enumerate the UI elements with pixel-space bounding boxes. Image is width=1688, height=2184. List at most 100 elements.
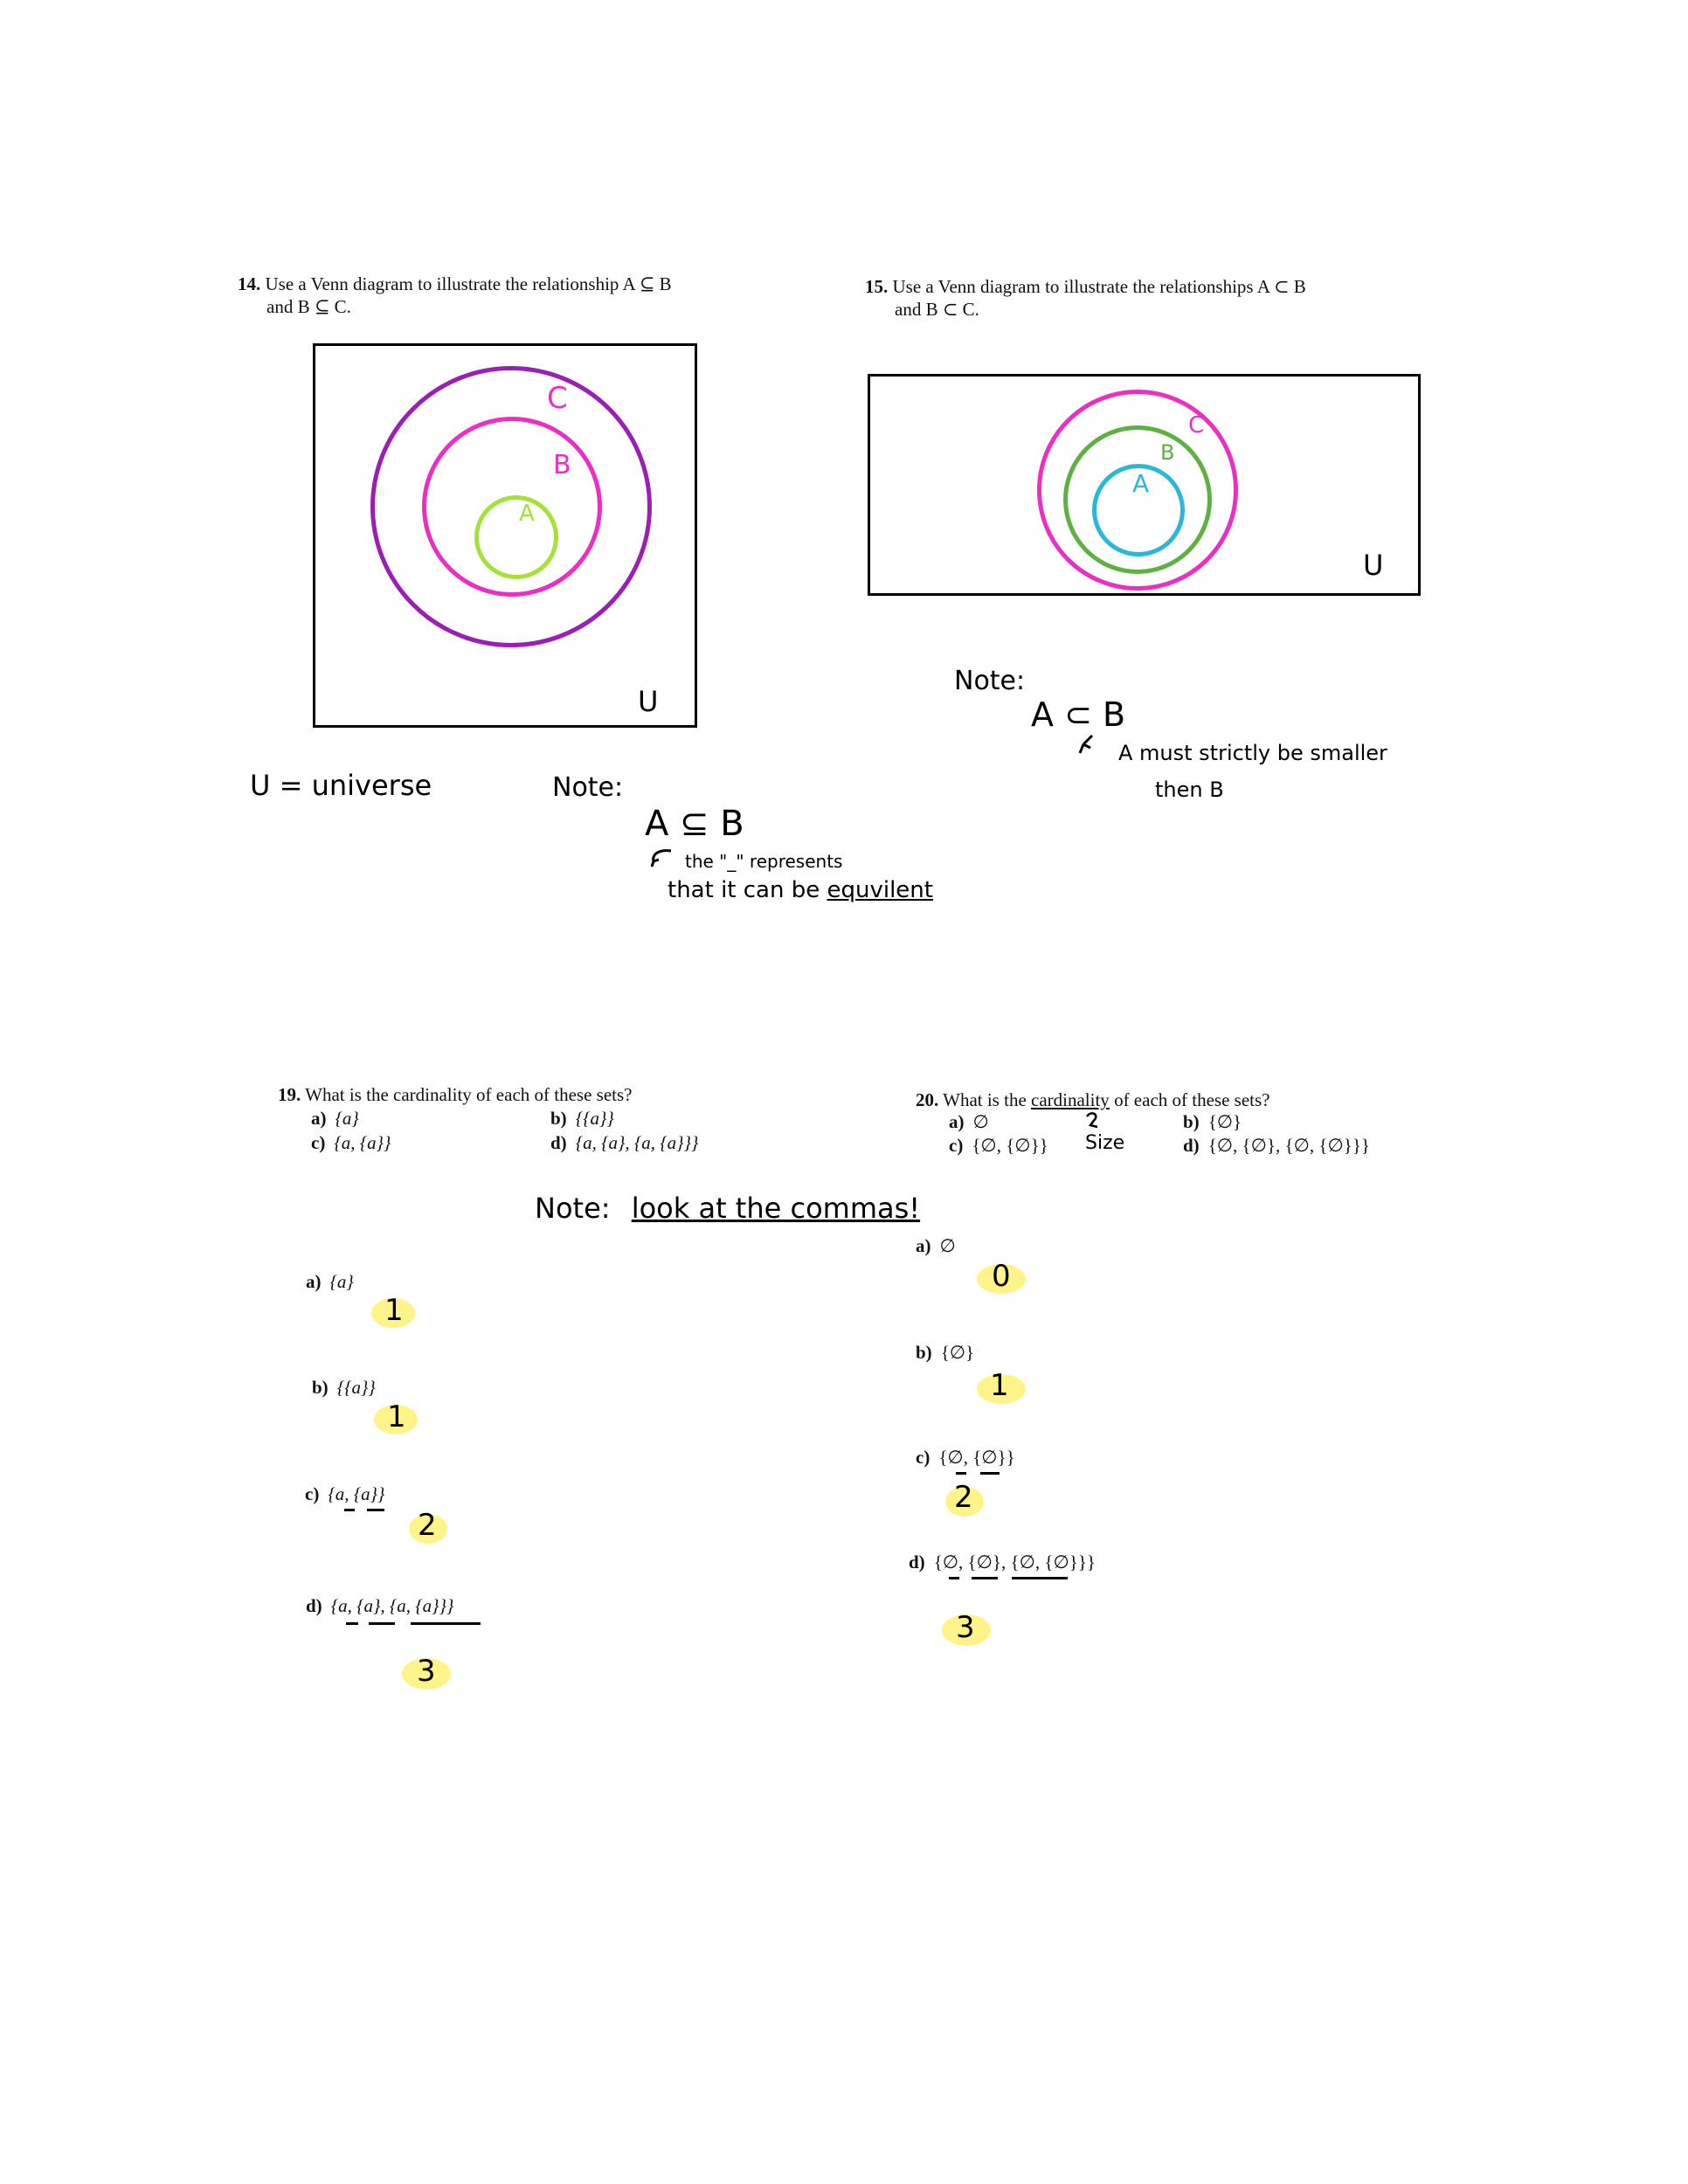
q14-line1: Use a Venn diagram to illustrate the rel…	[265, 273, 672, 294]
q14-note-label: Note:	[552, 772, 624, 803]
q20-work-a-value: ∅	[939, 1235, 956, 1256]
q19-work-d-underline-2	[369, 1622, 395, 1625]
q20-work-c-label: c)	[916, 1447, 930, 1468]
q20-work-d: d) {∅, {∅}, {∅, {∅}}}	[909, 1552, 1096, 1573]
q19-option-a-value: {a}	[335, 1108, 359, 1129]
q20-work-a: a) ∅	[916, 1235, 956, 1257]
q20-work-d-underline-3	[1012, 1577, 1068, 1579]
q20-option-d-label: d)	[1183, 1135, 1200, 1156]
q20-text-pre: What is the	[943, 1089, 1027, 1110]
q15-circle-b	[1063, 425, 1212, 574]
q15-note-line1: A must strictly be smaller	[1118, 741, 1387, 765]
q20-option-c-value: {∅, {∅}}	[972, 1135, 1048, 1156]
q14-note-line2: that it can be equvilent	[668, 877, 933, 903]
q19-text: What is the cardinality of each of these…	[305, 1084, 633, 1105]
q19-answer-d: 3	[417, 1654, 436, 1689]
q20-answer-c-highlight	[945, 1487, 984, 1517]
q15-note-label: Note:	[954, 666, 1026, 696]
q19-work-c-underline-1	[344, 1509, 355, 1511]
q19-answer-b-highlight	[374, 1405, 418, 1434]
q19-work-a-value: {a}	[329, 1271, 354, 1292]
q19-work-c-underline-2	[367, 1509, 384, 1511]
q19-option-b-value: {{a}}	[575, 1108, 614, 1129]
q20-work-a-label: a)	[916, 1235, 931, 1256]
q14-venn-universe-box	[313, 343, 697, 728]
q15-label-b: B	[1160, 440, 1175, 465]
q19-work-b-value: {{a}}	[336, 1377, 376, 1398]
q19-answer-a: 1	[384, 1293, 404, 1328]
q20-option-d-value: {∅, {∅}, {∅, {∅}}}	[1207, 1135, 1370, 1156]
q20-work-c-value: {∅, {∅}}	[938, 1447, 1015, 1468]
q19-option-b-label: b)	[550, 1108, 567, 1129]
q20-option-b: b){∅}	[1183, 1111, 1242, 1133]
q20-number: 20.	[916, 1089, 939, 1110]
q20-work-d-label: d)	[909, 1552, 925, 1572]
q19-answer-d-highlight	[402, 1658, 451, 1690]
q14-number: 14.	[238, 273, 261, 294]
q19-answer-a-highlight	[371, 1298, 415, 1328]
q15-label-c: C	[1188, 412, 1205, 439]
q14-label-a: A	[519, 501, 535, 527]
q19-option-c-value: {a, {a}}	[334, 1132, 391, 1153]
q19-option-a-label: a)	[311, 1108, 327, 1129]
q15-label-u: U	[1363, 549, 1384, 582]
q14-note-expr: A ⊆ B	[645, 804, 744, 844]
q14-prompt: 14. Use a Venn diagram to illustrate the…	[238, 273, 672, 295]
q20-work-d-underline-1	[949, 1577, 959, 1579]
q20-option-a-label: a)	[949, 1111, 965, 1132]
q14-note-arrow-icon	[650, 849, 672, 867]
q14-circle-a	[474, 495, 558, 579]
q20-answer-a-highlight	[977, 1264, 1026, 1294]
q19-option-c-label: c)	[311, 1132, 326, 1153]
q20-option-a-value: ∅	[972, 1111, 989, 1132]
q20-option-d: d) {∅, {∅}, {∅, {∅}}}	[1183, 1135, 1370, 1157]
q19-work-b-label: b)	[312, 1377, 329, 1398]
q19-work-c-value: {a, {a}}	[328, 1483, 385, 1504]
q19-work-d-label: d)	[306, 1595, 322, 1616]
q20-work-d-value: {∅, {∅}, {∅, {∅}}}	[933, 1552, 1096, 1572]
q15-prompt-line2: and B ⊂ C.	[895, 299, 979, 320]
q14-label-b: B	[553, 450, 571, 480]
q19-work-b: b) {{a}}	[312, 1377, 376, 1399]
q19-option-b: b) {{a}}	[550, 1108, 614, 1130]
q19-work-a: a){a}	[306, 1271, 354, 1293]
q20-size-arrow-icon	[1085, 1112, 1098, 1129]
commas-note: Note: look at the commas!	[535, 1192, 920, 1225]
q19-work-d-underline-3	[411, 1622, 481, 1625]
universe-note: U = universe	[250, 769, 432, 802]
q15-note-expr: A ⊂ B	[1031, 695, 1126, 734]
q20-answer-c: 2	[954, 1480, 973, 1515]
q19-work-d-value: {a, {a}, {a, {a}}}	[330, 1595, 454, 1616]
q19-answer-b: 1	[387, 1400, 406, 1434]
q19-answer-c-highlight	[409, 1514, 447, 1544]
q20-text-word: cardinality	[1031, 1089, 1110, 1110]
commas-note-text: look at the commas!	[631, 1192, 921, 1225]
q20-work-c-underline-2	[980, 1472, 1000, 1475]
q15-number: 15.	[865, 276, 889, 297]
q19-option-a: a) {a}	[311, 1108, 359, 1130]
q19-work-d-underline-1	[346, 1622, 358, 1625]
q14-note-line2-word: equvilent	[827, 877, 933, 903]
q20-work-b: b){∅}	[916, 1342, 974, 1364]
q20-option-c: c){∅, {∅}}	[949, 1135, 1048, 1157]
q15-note-arrow-icon	[1078, 734, 1094, 754]
q19-work-c: c) {a, {a}}	[305, 1483, 384, 1505]
q15-line1: Use a Venn diagram to illustrate the rel…	[892, 276, 1306, 297]
q19-prompt: 19. What is the cardinality of each of t…	[278, 1083, 632, 1106]
q20-prompt: 20. What is the cardinality of each of t…	[916, 1089, 1269, 1111]
q14-label-u: U	[638, 685, 659, 718]
q14-circle-b	[422, 417, 602, 597]
q19-number: 19.	[278, 1084, 301, 1105]
q19-work-c-label: c)	[305, 1483, 320, 1504]
q15-label-a: A	[1132, 469, 1150, 498]
q19-option-d-value: {a, {a}, {a, {a}}}	[575, 1132, 699, 1153]
q20-answer-d: 3	[956, 1610, 975, 1645]
q20-answer-b: 1	[990, 1368, 1009, 1403]
q15-circle-a	[1092, 464, 1185, 556]
q19-answer-c: 2	[418, 1508, 437, 1543]
q19-work-d: d) {a, {a}, {a, {a}}}	[306, 1595, 453, 1617]
q20-text-post: of each of these sets?	[1114, 1089, 1270, 1110]
q20-answer-a: 0	[992, 1259, 1011, 1294]
q19-option-d-label: d)	[550, 1132, 567, 1153]
q14-note-line1: the "_" represents	[685, 851, 843, 872]
